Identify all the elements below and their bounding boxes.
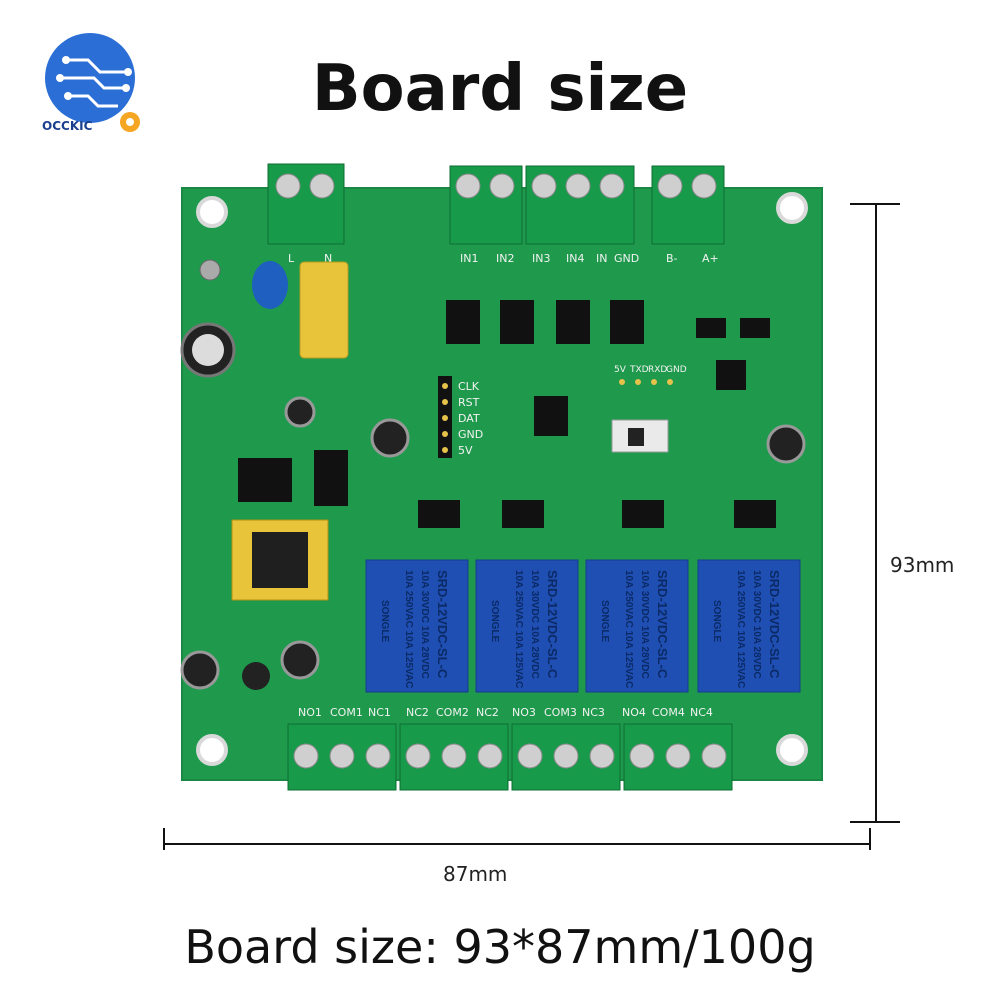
terminal-label-gnd: GND [614, 252, 639, 265]
power-supply-section [180, 259, 410, 690]
program-header: CLK RST DAT GND 5V [438, 376, 483, 458]
header-label-dat: DAT [458, 412, 480, 425]
terminal-label-in4: IN4 [566, 252, 584, 265]
relay-drivers [418, 500, 776, 528]
uart-label-gnd: GND [666, 365, 687, 375]
relays: SRD-12VDC-SL-C 10A 30VDC 10A 28VDC 10A 2… [365, 559, 801, 693]
height-dimension-label: 93mm [890, 553, 955, 577]
relay-4: SRD-12VDC-SL-C 10A 30VDC 10A 28VDC 10A 2… [697, 559, 801, 693]
logo-text: OCCKIC [42, 119, 93, 133]
output-label-no4: NO4 [622, 706, 646, 719]
terminal-label-in1: IN1 [460, 252, 478, 265]
board-size-caption: Board size: 93*87mm/100g [184, 920, 816, 974]
top-terminal-blocks [267, 163, 725, 245]
output-labels: NO1 COM1 NC1 NC2 COM2 NC2 NO3 COM3 NC3 N… [298, 706, 713, 719]
relay-4-model: SRD-12VDC-SL-C [767, 570, 782, 679]
terminal-label-l: L [288, 252, 295, 265]
output-label-nc1: NC1 [368, 706, 391, 719]
height-dimension-line [850, 203, 900, 823]
terminal-label-a-plus: A+ [702, 252, 719, 265]
uart-label-txd: TXD [629, 365, 649, 375]
terminal-label-in3: IN3 [532, 252, 550, 265]
page-title: Board size [311, 52, 689, 126]
header-label-clk: CLK [458, 380, 480, 393]
relay-2-rating2: 10A 30VDC 10A 28VDC [529, 570, 540, 679]
relay-4-rating1: 10A 250VAC 10A 125VAC [735, 570, 746, 688]
relay-3-brand: SONGLE [599, 600, 610, 643]
output-label-no3: NO3 [512, 706, 536, 719]
output-label-nc2a: NC2 [406, 706, 429, 719]
output-label-no1: NO1 [298, 706, 322, 719]
relay-1-model: SRD-12VDC-SL-C [435, 570, 450, 679]
terminal-label-b-minus: B- [666, 252, 678, 265]
output-terminal-blocks [287, 723, 733, 791]
terminal-label-in: IN [596, 252, 607, 265]
terminal-label-in2: IN2 [496, 252, 514, 265]
output-label-nc3: NC3 [582, 706, 605, 719]
header-label-gnd: GND [458, 428, 483, 441]
uart-label-rxd: RXD [648, 365, 667, 375]
relay-4-brand: SONGLE [711, 600, 722, 643]
relay-2: SRD-12VDC-SL-C 10A 30VDC 10A 28VDC 10A 2… [475, 559, 579, 693]
relay-1-rating2: 10A 30VDC 10A 28VDC [419, 570, 430, 679]
output-label-nc2b: NC2 [476, 706, 499, 719]
relay-3-rating1: 10A 250VAC 10A 125VAC [623, 570, 634, 688]
relay-1: SRD-12VDC-SL-C 10A 30VDC 10A 28VDC 10A 2… [365, 559, 469, 693]
output-label-com3: COM3 [544, 706, 577, 719]
output-label-com2: COM2 [436, 706, 469, 719]
width-dimension-line [163, 828, 871, 850]
mounting-holes [196, 192, 808, 766]
board-illustration: N L IN1 IN2 IN3 IN4 IN GND A+ B- CLK [163, 163, 900, 850]
relay-2-brand: SONGLE [489, 600, 500, 643]
relay-3: SRD-12VDC-SL-C 10A 30VDC 10A 28VDC 10A 2… [585, 559, 689, 693]
header-label-rst: RST [458, 396, 480, 409]
optocouplers [446, 300, 770, 390]
terminal-label-n: N [324, 252, 332, 265]
uart-label-5v: 5V [614, 365, 627, 375]
header-label-5v: 5V [458, 444, 473, 457]
relay-1-brand: SONGLE [379, 600, 390, 643]
brand-logo: OCCKIC [42, 33, 140, 133]
relay-1-rating1: 10A 250VAC 10A 125VAC [403, 570, 414, 688]
relay-3-model: SRD-12VDC-SL-C [655, 570, 670, 679]
relay-3-rating2: 10A 30VDC 10A 28VDC [639, 570, 650, 679]
uart-header: 5V TXD RXD GND [614, 365, 687, 385]
relay-4-rating2: 10A 30VDC 10A 28VDC [751, 570, 762, 679]
output-label-nc4: NC4 [690, 706, 713, 719]
relay-2-model: SRD-12VDC-SL-C [545, 570, 560, 679]
output-label-com4: COM4 [652, 706, 685, 719]
width-dimension-label: 87mm [443, 862, 508, 886]
output-label-com1: COM1 [330, 706, 363, 719]
relay-2-rating1: 10A 250VAC 10A 125VAC [513, 570, 524, 688]
microcontroller [534, 396, 568, 436]
